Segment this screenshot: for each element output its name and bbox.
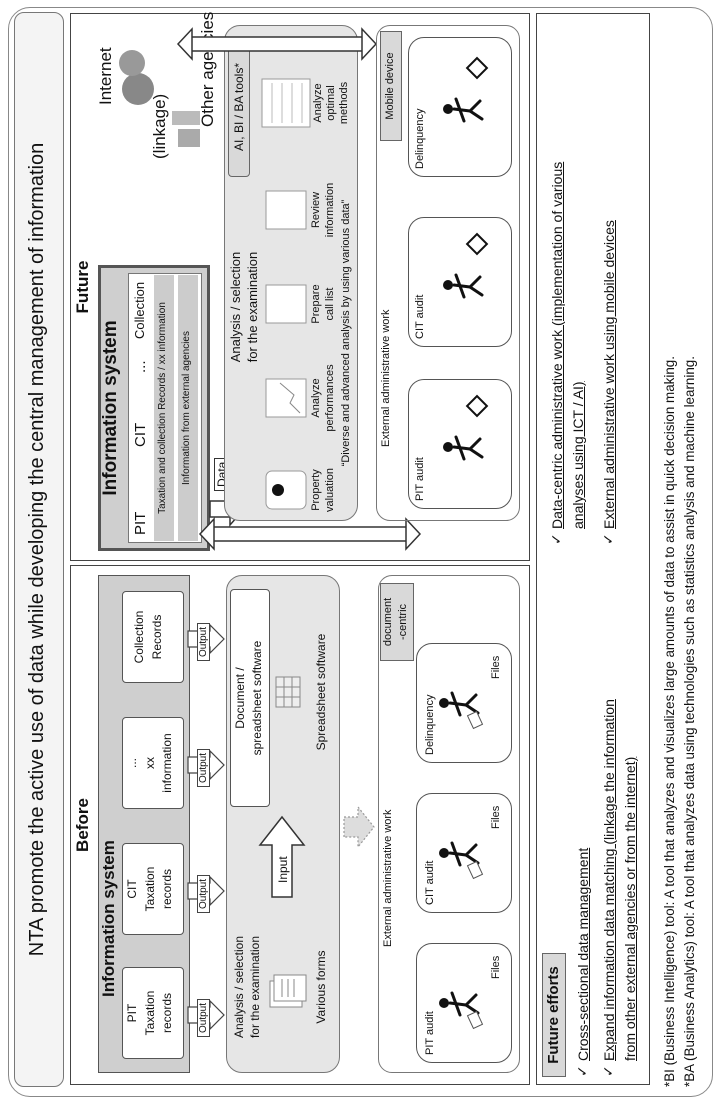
tool-1-line1: Property: [310, 469, 322, 511]
effort-expand-line2: from other external agencies or from the…: [622, 756, 638, 1061]
tool-2-line2: performances: [324, 364, 336, 432]
check-icon-3: ✓: [548, 533, 564, 545]
before-col-pit-mid: Taxation: [143, 990, 157, 1036]
before-analysis-line2: for the examination: [248, 935, 262, 1039]
before-analysis-line1: Analysis / selection: [232, 935, 246, 1039]
effort-data-centric-line2: analyses using ICT / AI): [570, 381, 586, 529]
future-analysis-line2: for the examination: [245, 251, 260, 363]
various-forms-label: Various forms: [314, 950, 328, 1024]
ai-tools-tag-label: AI, BI / BA tools*: [232, 62, 246, 152]
doc-centric-line1: document: [382, 597, 394, 647]
tool-1-line2: valuation: [324, 467, 336, 513]
effort-data-centric-line1: Data-centric administrative work (implem…: [549, 161, 565, 529]
before-col-collection-mid: Records: [150, 614, 164, 660]
effort-cross-sectional: Cross-sectional data management: [575, 847, 591, 1061]
tool-3-line2: call list: [324, 287, 336, 321]
page-title: NTA promote the active use of data while…: [26, 142, 48, 957]
effort-mobile: External administrative work using mobil…: [601, 220, 617, 529]
future-work-cit-label: CIT audit: [414, 294, 426, 339]
output-label-4: Output: [197, 622, 210, 661]
internet-label: Internet: [96, 47, 115, 105]
before-col-xx-bot: information: [160, 733, 174, 793]
before-col-collection-top: Collection: [132, 610, 146, 664]
check-icon-1: ✓: [574, 1065, 590, 1077]
mobile-device-label: Mobile device: [384, 52, 396, 120]
before-work-pit-files: Files: [490, 955, 502, 979]
before-person-icons: [439, 691, 484, 1030]
input-arrow-icon: [258, 815, 306, 898]
building-icon: [172, 111, 200, 147]
before-info-system-title: Information system: [99, 840, 118, 997]
check-icon-2: ✓: [600, 1065, 616, 1077]
future-col-cit: CIT: [132, 422, 149, 447]
before-heading: Before: [73, 798, 92, 852]
future-external-label: External administrative work: [380, 309, 392, 447]
before-col-xx-mid: xx: [143, 757, 157, 769]
before-work-cit-label: CIT audit: [424, 860, 436, 905]
before-work-delinquency-label: Delinquency: [424, 694, 436, 755]
future-analysis-line1: Analysis / selection: [228, 251, 243, 363]
future-external-info: Information from external agencies: [181, 331, 192, 485]
before-work-pit-label: PIT audit: [424, 1011, 436, 1055]
future-col-pit: PIT: [132, 511, 149, 535]
output-label-1: Output: [197, 998, 210, 1037]
refer-arrows: [176, 27, 422, 551]
future-work-delinquency-label: Delinquency: [414, 108, 426, 169]
before-col-pit-top: PIT: [125, 1003, 139, 1023]
tool-4-line1: Review: [310, 191, 322, 229]
footnote-bi: *BI (Business Intelligence) tool: A tool…: [662, 356, 677, 1087]
future-work-pit-label: PIT audit: [414, 457, 426, 501]
tool-3-line1: Prepare: [310, 284, 322, 324]
before-col-cit-top: CIT: [125, 879, 139, 899]
before-col-xx-top: ...: [125, 758, 139, 769]
tool-5-line2: optimal: [325, 85, 337, 121]
tool-5-line3: methods: [338, 81, 350, 125]
tool-2-line1: Analyze: [310, 378, 322, 418]
before-col-cit-mid: Taxation: [143, 866, 157, 912]
other-agencies-label: Other agencies: [198, 11, 217, 127]
future-heading: Future: [73, 260, 92, 314]
linkage-label: (linkage): [150, 93, 169, 159]
globe-icon: [119, 50, 154, 105]
future-records-line: Taxation and collection Records / xx inf…: [157, 302, 168, 514]
doc-software-line2: spreadsheet software: [250, 640, 264, 756]
doc-centric-line2: -centric: [397, 603, 409, 641]
spreadsheet-label: Spreadsheet software: [314, 633, 328, 751]
before-col-cit-bot: records: [160, 869, 174, 910]
input-label: Input: [276, 856, 290, 883]
before-work-delinquency-files: Files: [490, 655, 502, 679]
diverse-analysis-caption: “Diverse and advanced analysis by using …: [340, 199, 352, 467]
check-icon-4: ✓: [600, 533, 616, 545]
output-label-3: Output: [197, 748, 210, 787]
tool-4-line2: information: [324, 182, 336, 238]
future-col-dots: ...: [132, 360, 149, 373]
future-person-icons: [443, 56, 489, 461]
effort-expand-line1: Expand information data matching (linkag…: [601, 699, 617, 1061]
tool-icons: [261, 78, 311, 510]
before-work-cit-files: Files: [490, 805, 502, 829]
spreadsheet-icon: [275, 676, 301, 708]
tool-5-line1: Analyze: [312, 83, 324, 123]
future-col-collection: Collection: [132, 281, 147, 339]
before-down-arrow: [343, 805, 375, 849]
before-external-label: External administrative work: [382, 809, 394, 947]
future-info-system-title: Information system: [100, 320, 121, 496]
output-label-2: Output: [197, 874, 210, 913]
doc-software-line1: Document /: [233, 667, 247, 729]
future-efforts-tag-label: Future efforts: [545, 966, 562, 1064]
footnote-ba: *BA (Business Analytics) tool: A tool th…: [682, 356, 697, 1087]
various-forms-icon: [269, 974, 307, 1008]
before-col-pit-bot: records: [160, 993, 174, 1034]
